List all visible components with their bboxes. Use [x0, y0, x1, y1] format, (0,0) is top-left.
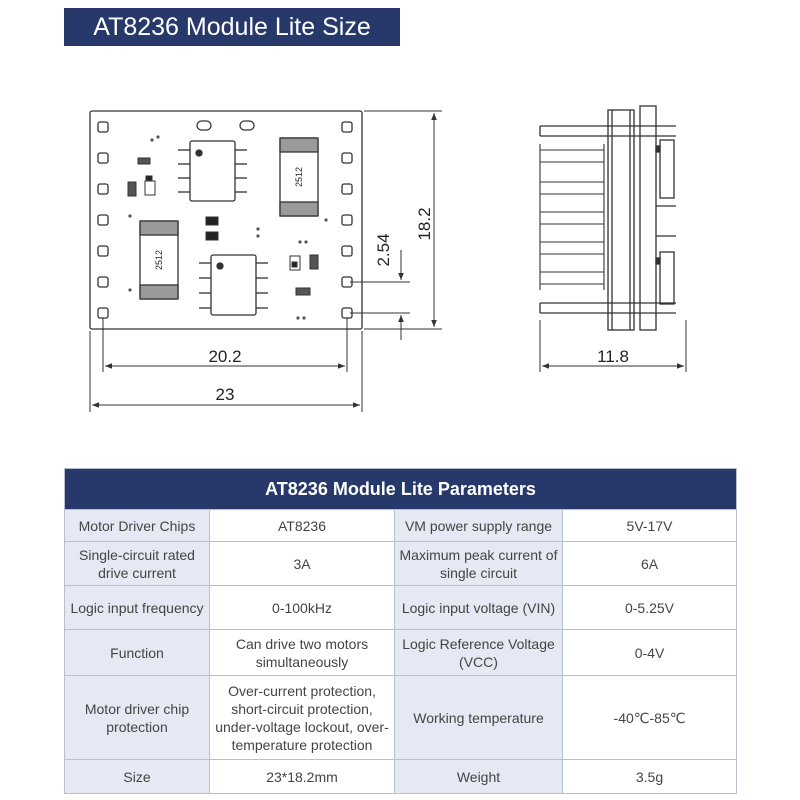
dim-width-pins: 20.2 [208, 347, 241, 366]
parameters-header-row: AT8236 Module Lite Parameters [63, 468, 738, 510]
driver-chip-lower [199, 254, 268, 316]
param-value: 3A [209, 541, 395, 586]
shunt-resistor-lower [139, 220, 179, 300]
side-view [539, 105, 676, 331]
table-row: Size 23*18.2mm Weight 3.5g [64, 759, 738, 794]
table-row: Motor Driver Chips AT8236 VM power suppl… [64, 509, 738, 542]
dim-width-outer: 23 [216, 385, 235, 404]
table-row: Single-circuit rated drive current 3A Ma… [64, 541, 738, 586]
param-label: Logic input frequency [64, 585, 210, 630]
param-label: Motor Driver Chips [64, 509, 210, 542]
param-value: 0-4V [561, 629, 738, 676]
via-dots [128, 135, 328, 320]
param-value: AT8236 [209, 509, 395, 542]
dim-depth: 11.8 [597, 347, 629, 366]
right-pads [341, 121, 353, 319]
dim-pitch: 2.54 [374, 233, 393, 266]
parameters-table: AT8236 Module Lite Parameters Motor Driv… [63, 468, 738, 794]
param-value: Can drive two motors simultaneously [209, 629, 395, 676]
param-label: Size [64, 759, 210, 794]
chip-label-upper: 2512 [294, 167, 304, 187]
pcb-outline [89, 110, 363, 330]
dim-height: 18.2 [415, 207, 434, 240]
param-label: Maximum peak current of single circuit [394, 541, 563, 586]
param-value: -40℃-85℃ [561, 675, 738, 760]
banner-title: AT8236 Module Lite Size [93, 13, 371, 41]
param-label: Logic Reference Voltage (VCC) [394, 629, 563, 676]
param-value: 23*18.2mm [209, 759, 395, 794]
param-label: Single-circuit rated drive current [64, 541, 210, 586]
smd-components [127, 157, 319, 296]
param-label: Working temperature [394, 675, 563, 760]
param-label: Motor driver chip protection [64, 675, 210, 760]
param-value: 0-5.25V [561, 585, 738, 630]
table-row: Function Can drive two motors simultaneo… [64, 629, 738, 676]
param-value: Over-current protection, short-circuit p… [209, 675, 395, 760]
shunt-resistor-upper [279, 137, 319, 217]
driver-chip-upper [178, 140, 247, 202]
param-value: 5V-17V [561, 509, 738, 542]
header-body [607, 109, 635, 331]
param-label: VM power supply range [394, 509, 563, 542]
param-value: 0-100kHz [209, 585, 395, 630]
parameters-title: AT8236 Module Lite Parameters [63, 468, 738, 510]
param-value: 3.5g [561, 759, 738, 794]
top-view-dimensions [89, 110, 442, 412]
table-row: Motor driver chip protection Over-curren… [64, 675, 738, 760]
top-view [89, 110, 363, 330]
param-label: Logic input voltage (VIN) [394, 585, 563, 630]
pcb-edge [639, 105, 657, 331]
param-label: Function [64, 629, 210, 676]
param-label: Weight [394, 759, 563, 794]
left-pads [97, 121, 109, 319]
title-banner: AT8236 Module Lite Size [64, 8, 400, 46]
table-row: Logic input frequency 0-100kHz Logic inp… [64, 585, 738, 630]
dimension-drawing: 2512 2512 20.2 23 18.2 2.54 [89, 105, 687, 412]
param-value: 6A [561, 541, 738, 586]
chip-label-lower: 2512 [154, 250, 164, 270]
side-view-dimensions [539, 320, 687, 372]
pin-rows [539, 144, 605, 290]
